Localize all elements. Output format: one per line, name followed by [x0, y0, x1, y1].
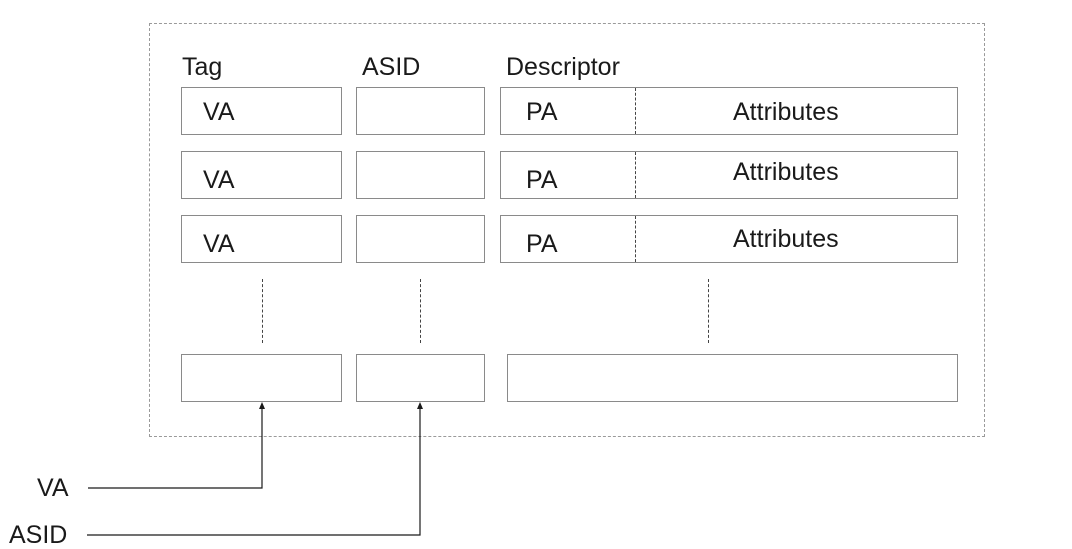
descriptor-cell-empty — [507, 354, 958, 402]
continuation-line — [262, 279, 263, 343]
continuation-line — [420, 279, 421, 343]
descriptor-header: Descriptor — [506, 53, 620, 81]
tag-cell: VA — [181, 151, 342, 199]
asid-input-label: ASID — [9, 521, 68, 549]
continuation-line — [708, 279, 709, 343]
asid-wire — [87, 408, 421, 536]
tag-value: VA — [203, 230, 235, 258]
tag-header: Tag — [182, 53, 223, 81]
descriptor-cell: PA Attributes — [500, 151, 958, 199]
descriptor-divider — [635, 88, 636, 134]
tag-cell-empty — [181, 354, 342, 402]
attributes-value: Attributes — [733, 158, 839, 186]
descriptor-cell: PA Attributes — [500, 215, 958, 263]
descriptor-divider — [635, 216, 636, 262]
attributes-value: Attributes — [733, 98, 839, 126]
tlb-frame — [149, 23, 985, 437]
asid-cell-empty — [356, 354, 485, 402]
tag-cell: VA — [181, 87, 342, 135]
pa-value: PA — [526, 230, 558, 258]
tag-value: VA — [203, 98, 235, 126]
descriptor-cell: PA Attributes — [500, 87, 958, 135]
asid-arrowhead — [417, 402, 423, 409]
asid-cell — [356, 151, 485, 199]
descriptor-divider — [635, 152, 636, 198]
asid-header: ASID — [362, 53, 421, 81]
va-arrowhead — [259, 402, 265, 409]
pa-value: PA — [526, 98, 558, 126]
attributes-value: Attributes — [733, 225, 839, 253]
va-input-label: VA — [37, 474, 69, 502]
va-wire — [88, 408, 263, 489]
tag-value: VA — [203, 166, 235, 194]
tag-cell: VA — [181, 215, 342, 263]
asid-cell — [356, 87, 485, 135]
asid-cell — [356, 215, 485, 263]
pa-value: PA — [526, 166, 558, 194]
